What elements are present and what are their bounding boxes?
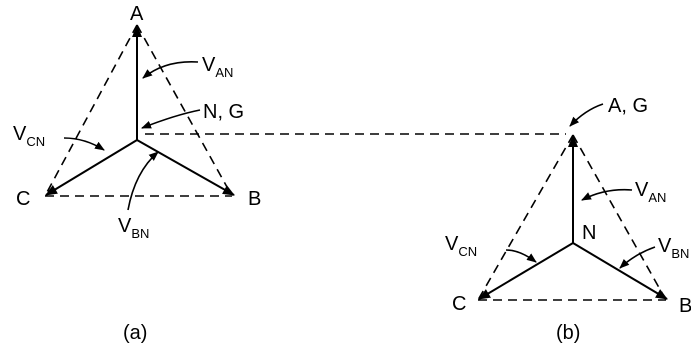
a-pointer-vbn (127, 151, 159, 211)
b-caption: (b) (556, 322, 580, 344)
a-pointer-van (142, 61, 199, 79)
b-vcn-label: VCN (445, 233, 477, 259)
a-phasor-vbn (136, 139, 235, 196)
b-vertex-c-label: C (452, 293, 466, 315)
b-van-label: VAN (635, 179, 666, 205)
a-phasor-vcn (45, 139, 138, 196)
a-edge-ac (44, 24, 138, 197)
b-pointer-ag (569, 103, 604, 127)
b-phasor-vcn (478, 242, 574, 300)
b-pointer-van (581, 188, 633, 201)
a-vertex-c-label: C (16, 188, 30, 210)
b-pointer-vbn (619, 246, 656, 269)
b-vertex-b-label: B (679, 295, 691, 317)
diagram-a: A B C N, G VAN VCN VBN (a) (13, 3, 261, 344)
a-vcn-label: VCN (13, 123, 45, 149)
a-vertex-a-label: A (130, 3, 144, 25)
b-neutral-label: N (582, 222, 596, 244)
a-vbn-label: VBN (118, 215, 149, 241)
b-vbn-label: VBN (658, 235, 689, 261)
b-edge-ab (572, 134, 667, 301)
b-phasor-vbn (572, 242, 668, 300)
a-pointer-vcn (63, 137, 105, 151)
a-vertex-b-label: B (248, 188, 261, 210)
a-van-label: VAN (202, 54, 233, 80)
b-edge-ac (477, 134, 574, 301)
diagram-b: A, G B C N VAN VCN VBN (b) (445, 95, 691, 344)
a-edge-ab (136, 24, 233, 197)
b-pointer-vcn (505, 249, 537, 263)
a-pointer-ng (141, 109, 201, 129)
b-vertex-ag-label: A, G (608, 95, 648, 117)
a-neutral-label: N, G (203, 101, 244, 123)
a-caption: (a) (123, 322, 147, 344)
